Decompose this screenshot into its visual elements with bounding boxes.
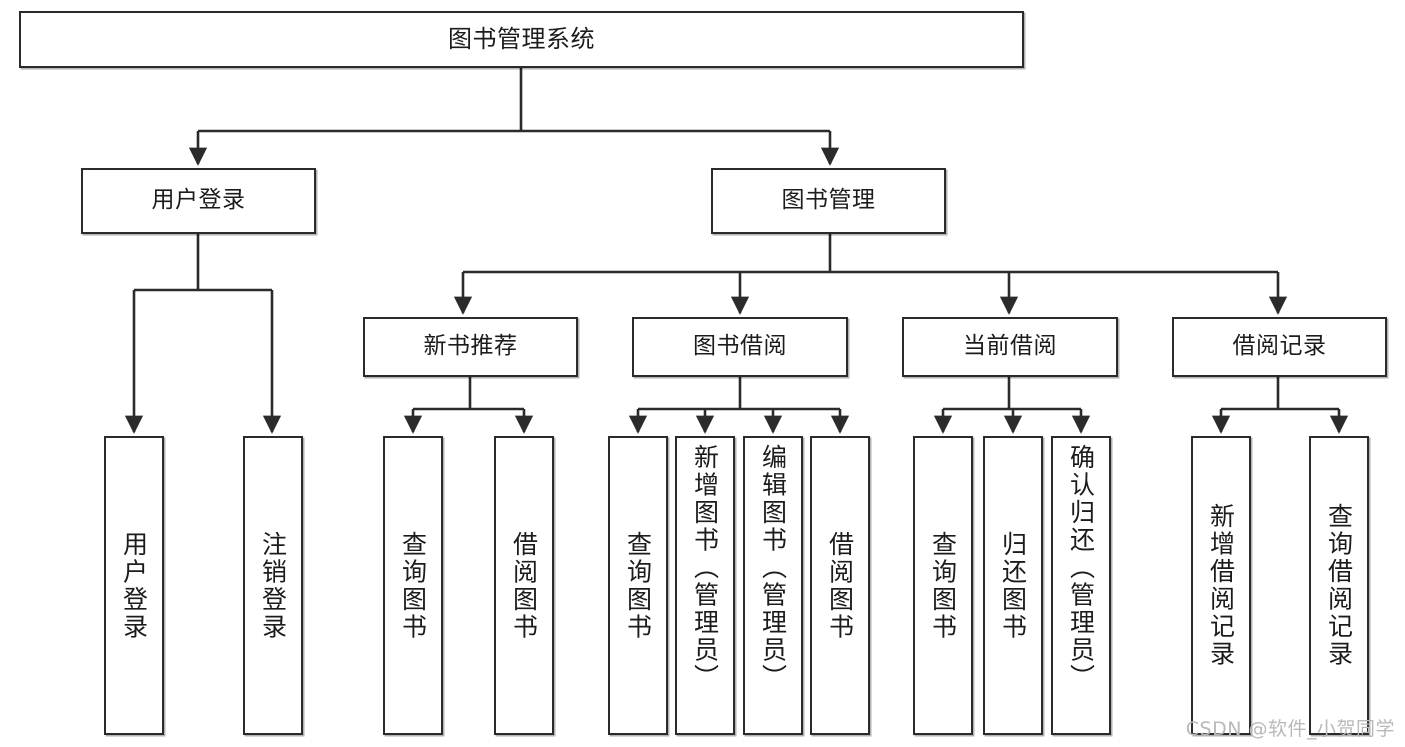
node-user-login[interactable]: 用户登录 <box>81 168 316 234</box>
node-new-book-recommend[interactable]: 新书推荐 <box>363 317 578 377</box>
node-leaf-query-record[interactable]: 查询借阅记录 <box>1309 436 1369 735</box>
node-user-login-label: 用户登录 <box>151 187 246 214</box>
node-leaf-borrow-book-1[interactable]: 借阅图书 <box>494 436 554 735</box>
node-book-management[interactable]: 图书管理 <box>711 168 946 234</box>
node-book-management-label: 图书管理 <box>781 187 876 214</box>
node-leaf-user-login-label: 用户登录 <box>119 530 149 641</box>
node-book-borrow-label: 图书借阅 <box>693 333 787 360</box>
node-leaf-add-record[interactable]: 新增借阅记录 <box>1191 436 1251 735</box>
node-leaf-query-record-label: 查询借阅记录 <box>1324 503 1354 668</box>
node-root[interactable]: 图书管理系统 <box>19 11 1024 68</box>
node-leaf-query-book-1[interactable]: 查询图书 <box>383 436 443 735</box>
node-current-borrow-label: 当前借阅 <box>963 333 1057 360</box>
node-leaf-confirm-return-label: 确认归还（管理员） <box>1066 444 1096 692</box>
node-borrow-record[interactable]: 借阅记录 <box>1172 317 1387 377</box>
node-leaf-edit-book-label: 编辑图书（管理员） <box>758 444 788 692</box>
node-leaf-query-book-3[interactable]: 查询图书 <box>913 436 973 735</box>
node-leaf-return-book[interactable]: 归还图书 <box>983 436 1043 735</box>
node-leaf-edit-book[interactable]: 编辑图书（管理员） <box>743 436 803 735</box>
node-leaf-add-book-label: 新增图书（管理员） <box>690 444 720 692</box>
node-current-borrow[interactable]: 当前借阅 <box>902 317 1118 377</box>
node-leaf-borrow-book-2[interactable]: 借阅图书 <box>810 436 870 735</box>
node-book-borrow[interactable]: 图书借阅 <box>632 317 848 377</box>
node-leaf-confirm-return[interactable]: 确认归还（管理员） <box>1051 436 1111 735</box>
node-leaf-borrow-book-2-label: 借阅图书 <box>825 530 855 641</box>
node-leaf-query-book-2-label: 查询图书 <box>623 530 653 641</box>
node-new-book-recommend-label: 新书推荐 <box>423 333 518 360</box>
node-leaf-logout-login-label: 注销登录 <box>258 530 288 641</box>
node-leaf-user-login[interactable]: 用户登录 <box>104 436 164 735</box>
node-leaf-query-book-1-label: 查询图书 <box>398 530 428 641</box>
node-leaf-query-book-2[interactable]: 查询图书 <box>608 436 668 735</box>
node-leaf-add-record-label: 新增借阅记录 <box>1206 503 1236 668</box>
node-leaf-add-book[interactable]: 新增图书（管理员） <box>675 436 735 735</box>
node-root-label: 图书管理系统 <box>448 25 595 54</box>
node-leaf-borrow-book-1-label: 借阅图书 <box>509 530 539 641</box>
node-leaf-query-book-3-label: 查询图书 <box>928 530 958 641</box>
watermark: CSDN @软件_小贺同学 <box>1185 718 1395 740</box>
node-leaf-logout-login[interactable]: 注销登录 <box>243 436 303 735</box>
node-borrow-record-label: 借阅记录 <box>1232 333 1327 360</box>
node-leaf-return-book-label: 归还图书 <box>998 530 1028 641</box>
